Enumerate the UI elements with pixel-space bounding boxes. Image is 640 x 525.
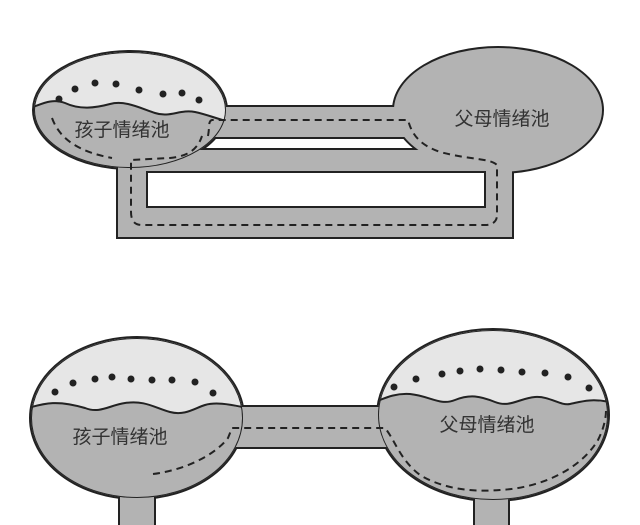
- child-pool-label: 孩子情绪池: [72, 426, 167, 448]
- flow-path: [152, 409, 607, 492]
- loop-hole: [146, 171, 486, 208]
- flow-path: [51, 117, 498, 226]
- top-diagram: 孩子情绪池 父母情绪池: [32, 46, 604, 239]
- child-pool-dots: [55, 79, 203, 104]
- parent-pool-label: 父母情绪池: [439, 414, 534, 436]
- child-pool-dots: [51, 373, 217, 397]
- bottom-diagram: 孩子情绪池 父母情绪池: [29, 328, 610, 525]
- child-pool-label: 孩子情绪池: [74, 119, 169, 141]
- child-pool-air: [31, 338, 243, 415]
- parent-pool-dots: [390, 365, 593, 392]
- parent-pool-label: 父母情绪池: [454, 108, 549, 130]
